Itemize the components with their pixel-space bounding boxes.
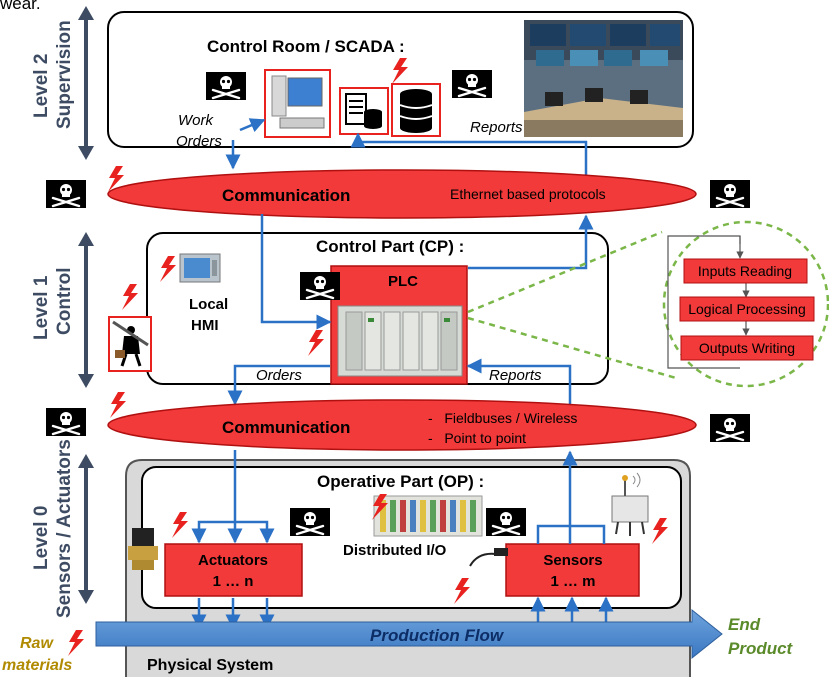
sensor-probe-icon: [469, 548, 508, 567]
end-product-label-line1: End: [728, 615, 761, 634]
raw-materials-label-line1: Raw: [20, 635, 54, 652]
pirate-skull-icon: [204, 70, 248, 102]
pirate-skull-icon: [708, 412, 752, 444]
physical-system-label: Physical System: [147, 657, 273, 674]
lightning-bolt-icon: [110, 392, 126, 418]
work-orders-label-line1: Work: [178, 112, 214, 129]
intruder-icon: [108, 316, 152, 372]
level-0-indicator: Level 0 Sensors / Actuators: [31, 439, 94, 618]
wireless-sensor-icon: [611, 472, 649, 536]
work-orders-label-line2: Orders: [176, 133, 222, 150]
communication-fieldbus-item: - Point to point: [428, 430, 526, 446]
local-hmi-label-line2: HMI: [191, 317, 219, 334]
distributed-io-label: Distributed I/O: [343, 542, 447, 559]
control-links: [227, 214, 594, 406]
production-flow-arrow: [95, 608, 723, 660]
pirate-skull-icon: [44, 406, 88, 438]
database-icon: [391, 83, 441, 137]
plc-label: PLC: [388, 273, 418, 290]
level-2-label: Level 2: [31, 54, 52, 118]
plc-cycle-step: [680, 335, 814, 361]
communication-ethernet: [107, 169, 697, 219]
pirate-skull-icon: [288, 506, 332, 538]
control-room-title: Control Room / SCADA :: [207, 37, 405, 56]
control-room-photo: [524, 20, 683, 137]
lightning-bolt-icon: [122, 284, 138, 310]
actuators-label: Actuators: [198, 552, 268, 569]
sensors-range: 1 … m: [550, 573, 595, 590]
communication-fieldbus: [107, 399, 697, 451]
solenoid-valve-icon: [128, 528, 158, 570]
plc-cycle-step: [679, 296, 815, 322]
local-hmi-label-line1: Local: [189, 296, 228, 313]
reports-label-top: Reports: [470, 119, 523, 136]
reports-label-mid: Reports: [489, 367, 542, 384]
plc-cycle-callout: Inputs Reading Logical Processing Output…: [467, 220, 829, 388]
supervision-links: [225, 118, 588, 176]
level-0-label: Level 0: [31, 506, 52, 570]
actuators-block: [164, 543, 303, 597]
level-1-indicator: Level 1 Control: [31, 232, 94, 388]
io-terminal-icon: [373, 495, 483, 537]
plc-rack-icon: [337, 305, 463, 377]
computer-icon: [264, 69, 331, 138]
document-icon: [339, 87, 389, 135]
level-1-label: Level 1: [31, 275, 52, 340]
pirate-skull-icon: [450, 68, 494, 100]
pirate-skull-icon: [44, 178, 88, 210]
orders-label: Orders: [256, 367, 302, 384]
raw-materials-label-line2: materials: [2, 657, 72, 674]
communication-ethernet-protocol: Ethernet based protocols: [450, 186, 606, 202]
pirate-skull-icon: [298, 270, 342, 302]
pirate-skull-icon: [484, 506, 528, 538]
communication-fieldbus-title: Communication: [222, 418, 350, 437]
communication-ethernet-title: Communication: [222, 186, 350, 205]
hmi-panel-icon: [179, 253, 221, 283]
end-product-label-line2: Product: [728, 639, 794, 658]
lightning-bolt-icon: [68, 630, 84, 656]
sensors-block: [505, 543, 640, 597]
plc-cycle-step-label: Logical Processing: [688, 301, 806, 317]
pirate-skull-icon: [708, 178, 752, 210]
control-part-title: Control Part (CP) :: [316, 237, 464, 256]
operative-part-title: Operative Part (OP) :: [317, 472, 484, 491]
plc-cycle-step-label: Inputs Reading: [698, 263, 792, 279]
plc-cycle-step: [683, 258, 808, 284]
communication-fieldbus-item: - Fieldbuses / Wireless: [428, 410, 577, 426]
actuators-range: 1 … n: [213, 573, 254, 590]
level-2-sublabel: Supervision: [54, 20, 75, 129]
plc-cycle-step-label: Outputs Writing: [699, 340, 795, 356]
sensors-label: Sensors: [543, 552, 602, 569]
level-2-indicator: Level 2 Supervision: [31, 6, 94, 160]
level-1-sublabel: Control: [54, 267, 75, 335]
level-0-sublabel: Sensors / Actuators: [54, 439, 75, 618]
header-fragment: wear.: [0, 0, 41, 13]
production-flow-label: Production Flow: [370, 626, 505, 645]
field-links: [191, 450, 614, 630]
